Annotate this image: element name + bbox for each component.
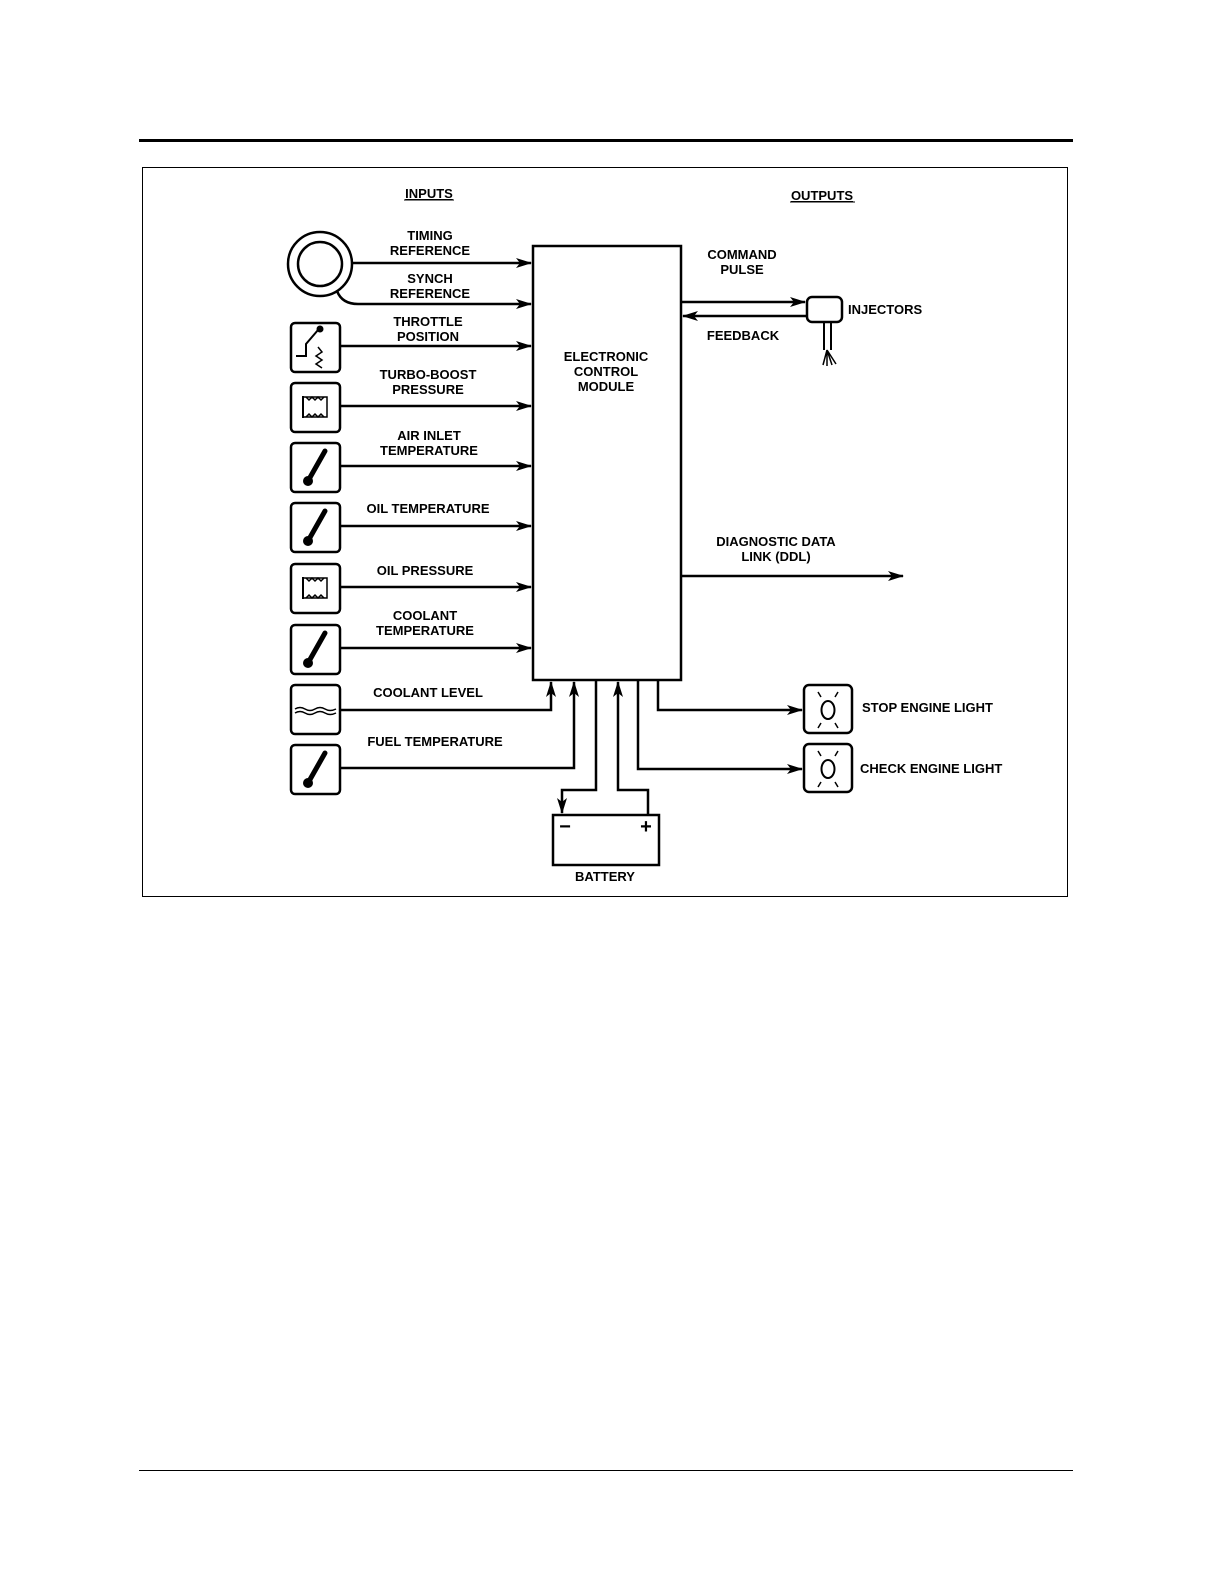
injectors-label: INJECTORS xyxy=(848,302,922,317)
lamp-icon xyxy=(802,742,854,794)
ddl-label-2: LINK (DDL) xyxy=(741,549,810,564)
battery-positive-wire xyxy=(613,681,650,815)
fuel-temperature-wire xyxy=(340,681,579,770)
fuel-temperature-label: FUEL TEMPERATURE xyxy=(367,734,503,749)
battery-plus-label: + xyxy=(640,816,652,838)
header-rule xyxy=(139,139,1073,142)
coolant-temperature-label-1: COOLANT xyxy=(393,608,457,623)
check-engine-wire xyxy=(636,681,803,774)
thermometer-icon xyxy=(289,623,342,676)
check-engine-light-label: CHECK ENGINE LIGHT xyxy=(860,761,1002,776)
thermometer-icon xyxy=(289,743,342,796)
battery-negative-wire xyxy=(557,681,598,814)
figure-frame xyxy=(142,167,1068,897)
air-inlet-label-2: TEMPERATURE xyxy=(380,443,478,458)
throttle-sensor-icon xyxy=(289,321,342,374)
throttle-position-label-2: POSITION xyxy=(397,329,459,344)
thermometer-icon xyxy=(289,501,342,554)
thermometer-icon xyxy=(289,441,342,494)
stop-engine-wire xyxy=(656,681,803,715)
stop-engine-light-label: STOP ENGINE LIGHT xyxy=(862,700,993,715)
turbo-boost-label-1: TURBO-BOOST xyxy=(380,367,477,382)
command-pulse-label-1: COMMAND xyxy=(707,247,776,262)
ecm-label-2: CONTROL xyxy=(574,364,638,379)
ecm-box xyxy=(531,244,683,682)
battery-minus-label: − xyxy=(559,816,571,838)
timing-wheel-icon xyxy=(286,230,354,298)
command-pulse-label-2: PULSE xyxy=(720,262,764,277)
timing-reference-label-2: REFERENCE xyxy=(390,243,471,258)
footer-rule xyxy=(139,1470,1073,1471)
injector-icon xyxy=(805,295,844,366)
coolant-level-label: COOLANT LEVEL xyxy=(373,685,483,700)
ddl-label-1: DIAGNOSTIC DATA xyxy=(716,534,836,549)
level-sensor-icon xyxy=(289,683,342,736)
battery-label: BATTERY xyxy=(575,869,635,884)
turbo-boost-label-2: PRESSURE xyxy=(392,382,464,397)
air-inlet-label-1: AIR INLET xyxy=(397,428,461,443)
outputs-heading: OUTPUTS xyxy=(791,188,853,203)
coolant-level-wire xyxy=(340,681,556,712)
synch-reference-wire xyxy=(335,290,532,309)
coolant-temperature-label-2: TEMPERATURE xyxy=(376,623,474,638)
oil-temperature-label: OIL TEMPERATURE xyxy=(366,501,489,516)
timing-reference-label-1: TIMING xyxy=(407,228,453,243)
inputs-heading: INPUTS xyxy=(405,186,453,201)
synch-reference-label-2: REFERENCE xyxy=(390,286,471,301)
pressure-sensor-icon xyxy=(289,562,342,615)
throttle-position-label-1: THROTTLE xyxy=(393,314,463,329)
oil-pressure-label: OIL PRESSURE xyxy=(377,563,474,578)
ecm-label-3: MODULE xyxy=(578,379,635,394)
pressure-sensor-icon xyxy=(289,381,342,434)
ecm-label-1: ELECTRONIC xyxy=(564,349,649,364)
synch-reference-label-1: SYNCH xyxy=(407,271,453,286)
feedback-label: FEEDBACK xyxy=(707,328,780,343)
battery-box xyxy=(551,813,661,867)
lamp-icon xyxy=(802,683,854,735)
